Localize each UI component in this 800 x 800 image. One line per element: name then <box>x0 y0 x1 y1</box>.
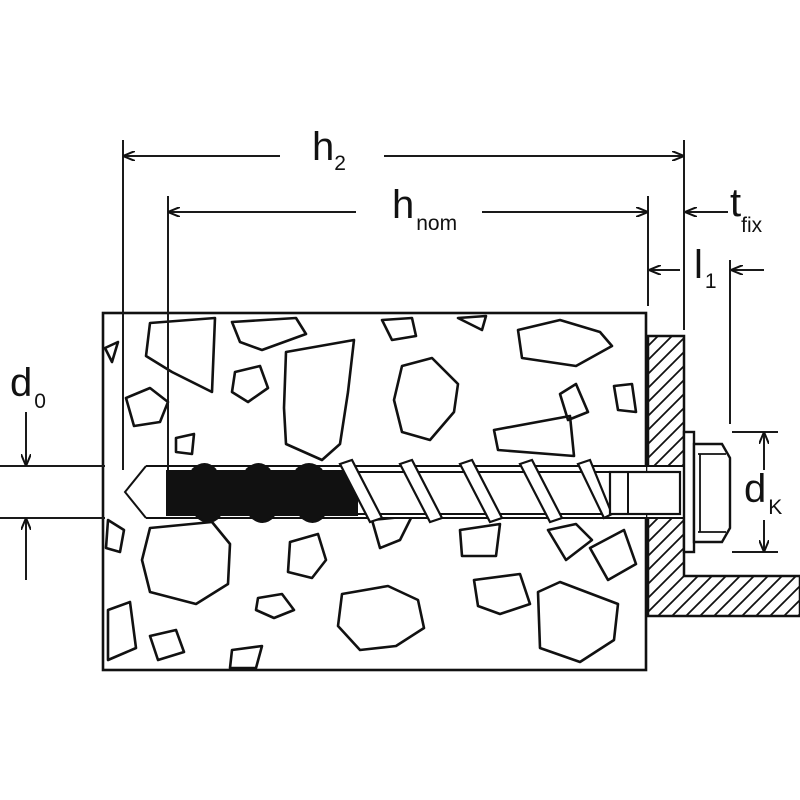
concrete-screw <box>166 430 732 554</box>
screw-hex-head <box>692 442 732 544</box>
concrete-block <box>101 311 648 672</box>
screw-washer <box>682 430 696 554</box>
screw-shank <box>608 470 682 516</box>
h2-label: h2 <box>312 125 346 175</box>
tfix-label: tfix <box>730 181 763 237</box>
hnom-label: hnom <box>392 183 457 235</box>
l1-label: l1 <box>694 243 717 293</box>
screw-coated-tip <box>166 470 358 516</box>
dk-label: dK <box>744 467 782 519</box>
screw-threads <box>338 458 614 524</box>
d0-label: d0 <box>10 361 46 413</box>
dimension-lines <box>0 140 778 580</box>
